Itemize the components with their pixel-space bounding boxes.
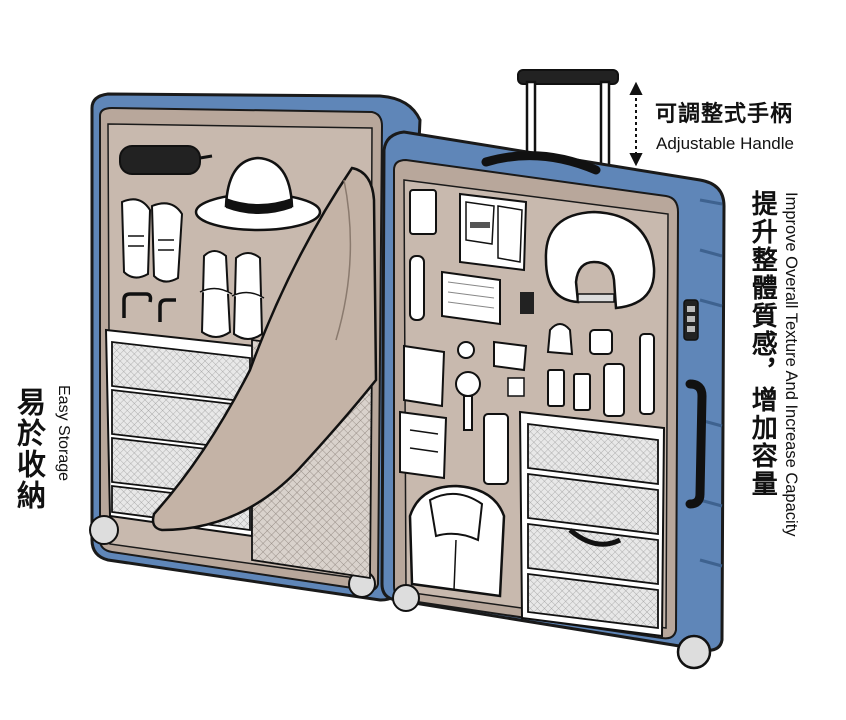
easy-storage-label-en-wrap: Easy Storage (52, 385, 74, 515)
improve-texture-label-en-wrap: Improve Overall Texture And Increase Cap… (780, 192, 802, 632)
mesh-divider-icon (151, 166, 378, 580)
adjustable-handle-label-zh: 可調整式手柄 (655, 102, 794, 127)
easy-storage-label-zh: 易於收納 (12, 387, 47, 511)
right-body-contents (399, 189, 666, 638)
sneakers-icon (120, 198, 184, 283)
combination-lock-icon (683, 299, 699, 341)
water-bottle-icon (483, 413, 509, 485)
improve-texture-label-zh: 提升整體質感，增加容量 (747, 190, 778, 498)
double-arrow-icon (629, 81, 643, 167)
improve-texture-label-en: Improve Overall Texture And Increase Cap… (782, 192, 800, 537)
passport-wallet-icon (459, 192, 528, 272)
improve-texture-zh-text: 提升整體質感，增加容量 (747, 190, 778, 498)
jacket-icon (408, 484, 506, 598)
toothbrush-case-icon (409, 255, 425, 321)
handheld-fan-icon (455, 371, 481, 397)
folded-clothes-icon (518, 410, 666, 638)
pouch-icon (409, 189, 437, 235)
notebook-icon (441, 270, 534, 326)
organizer-pouch-icon (399, 344, 448, 480)
slippers-icon (199, 250, 265, 340)
sleep-mask-icon (119, 145, 213, 175)
neck-pillow-icon (544, 210, 656, 310)
left-lid-contents (104, 145, 378, 580)
adjustable-handle-label-en: Adjustable Handle (656, 134, 794, 153)
hanger-hook-icon (122, 292, 176, 322)
easy-storage-zh-text: 易於收納 (12, 387, 47, 511)
toiletry-bottle-icon (546, 323, 655, 417)
sun-hat-icon (194, 156, 322, 232)
easy-storage-label-en: Easy Storage (55, 385, 72, 482)
